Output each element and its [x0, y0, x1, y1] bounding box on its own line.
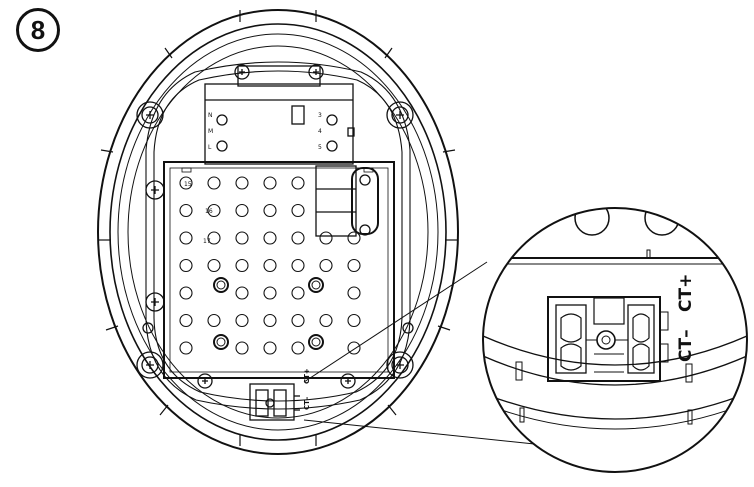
pcb-hole — [319, 231, 333, 245]
pcb-hole — [263, 203, 277, 218]
pcb-hole — [347, 231, 361, 245]
mounting-screws — [136, 64, 414, 389]
pcb-mark-17: 17 — [203, 238, 211, 245]
relay-pin-labels: N M L 3 4 5 — [208, 112, 322, 151]
pcb-hole — [235, 176, 249, 190]
relay-pin-5: 5 — [318, 144, 322, 151]
pcb-hole — [291, 341, 305, 355]
pcb-hole — [235, 203, 249, 218]
pcb-mark-15: 15 — [184, 181, 192, 188]
relay-pin-l: L — [208, 144, 212, 151]
pcb-hole — [291, 231, 305, 245]
ct-minus-label: CT– — [676, 329, 696, 362]
control-pcb — [163, 161, 395, 379]
ct-plus-label: CT+ — [676, 274, 696, 312]
pcb-hole — [179, 286, 193, 300]
gasket-channel — [145, 61, 411, 410]
pcb-hole — [263, 313, 277, 328]
pcb-hole — [179, 258, 193, 273]
pcb-hole — [319, 258, 333, 273]
pcb-hole — [347, 313, 361, 328]
pcb-hole — [179, 313, 193, 328]
pcb-hole — [263, 258, 277, 273]
pcb-hole — [235, 313, 249, 328]
pcb-hole — [207, 231, 221, 245]
ct-terminal-labels-large: CT– CT+ — [676, 274, 696, 362]
pcb-mark-16: 16 — [205, 208, 213, 215]
relay-pin-n: N — [208, 112, 213, 119]
pcb-hole — [263, 176, 277, 190]
pcb-hole — [291, 258, 305, 273]
step-number-badge: 8 — [16, 8, 60, 52]
pcb-hole — [291, 313, 305, 328]
ct-terminal-block — [249, 383, 300, 421]
pcb-connector-block — [315, 165, 379, 237]
pcb-hole — [207, 203, 221, 218]
pcb-hole — [235, 231, 249, 245]
pcb-hole — [347, 258, 361, 273]
pcb-hole — [263, 231, 277, 245]
pcb-hole — [319, 313, 333, 328]
pcb-hole — [207, 176, 221, 190]
rim-clips — [99, 10, 457, 446]
pcb-hole — [347, 341, 361, 355]
zoom-callout-lines — [303, 261, 545, 446]
step-number: 8 — [30, 14, 46, 45]
relay-pin-4: 4 — [318, 128, 322, 135]
pcb-hole — [263, 286, 277, 300]
pcb-hole — [347, 286, 361, 300]
pcb-hole — [235, 341, 249, 355]
pcb-hole — [291, 203, 305, 218]
pcb-hole — [179, 341, 193, 355]
ct-minus-label-small: CT– — [303, 396, 311, 410]
ct-plus-label-small: CT+ — [303, 368, 311, 384]
pcb-hole — [235, 258, 249, 273]
zoom-detail — [482, 207, 748, 473]
pcb-hole — [179, 176, 193, 190]
pcb-hole — [235, 286, 249, 300]
enclosure-housing — [97, 9, 459, 455]
pcb-hole — [207, 258, 221, 273]
pcb-hole-grid — [179, 176, 361, 355]
relay-module — [204, 65, 355, 165]
pcb-hole — [207, 313, 221, 328]
relay-pin-3: 3 — [318, 112, 322, 119]
pcb-hole — [179, 231, 193, 245]
pcb-hole — [291, 176, 305, 190]
pcb-hole — [179, 203, 193, 218]
pcb-hole — [291, 286, 305, 300]
ct-terminal-labels-small: CT– CT+ — [303, 368, 311, 410]
pcb-hole — [263, 341, 277, 355]
pcb-markings: 15 16 17 — [184, 181, 213, 245]
relay-pin-m: M — [208, 128, 213, 135]
